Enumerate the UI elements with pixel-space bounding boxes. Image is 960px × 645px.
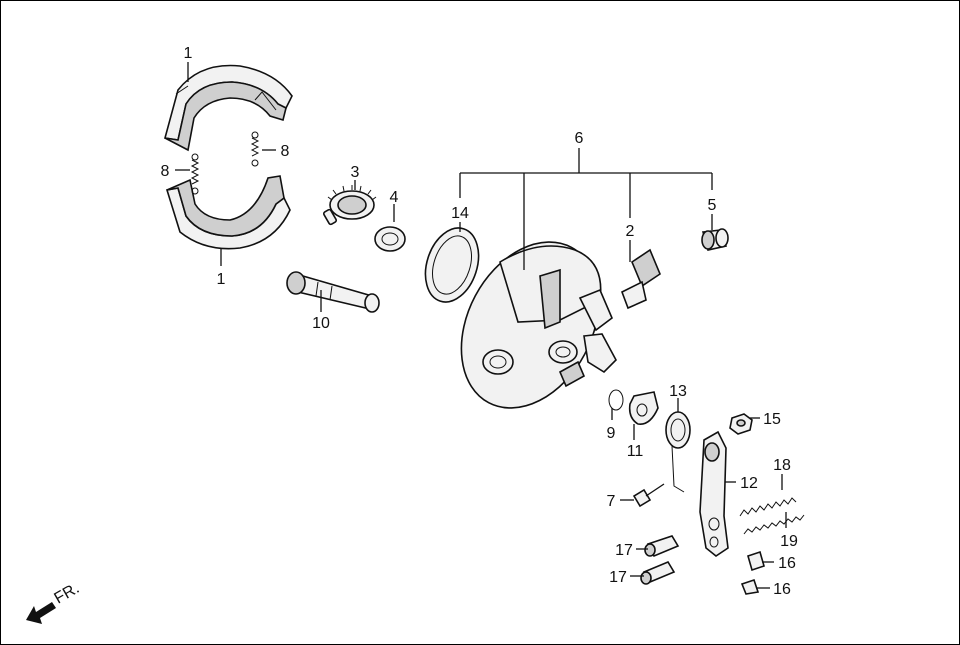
callout-15: 15 [763, 411, 781, 428]
spring-right [250, 131, 260, 167]
washer [374, 226, 406, 252]
circlip [608, 389, 624, 411]
nut [729, 413, 753, 435]
spring-19 [743, 514, 805, 535]
joint-17-upper [644, 535, 680, 558]
callout-1-upper: 1 [184, 45, 193, 62]
callout-19: 19 [780, 533, 798, 550]
brake-shoe-upper [163, 64, 293, 152]
return-spring [665, 411, 691, 493]
callout-12: 12 [740, 475, 758, 492]
joint-17-lower [640, 560, 676, 585]
nut-16-lower [740, 578, 760, 595]
callouts: 1 1 2 3 4 5 6 7 8 8 9 10 11 12 13 14 15 … [161, 45, 798, 598]
brake-shoe-lower [165, 175, 291, 250]
direction-label: FR. [52, 580, 83, 608]
callout-17-lower: 17 [609, 569, 627, 586]
callout-13: 13 [669, 383, 687, 400]
callout-8-left: 8 [161, 163, 170, 180]
callout-9: 9 [607, 425, 616, 442]
callout-2: 2 [626, 223, 635, 240]
callout-3: 3 [351, 164, 360, 181]
wear-indicator [628, 391, 659, 425]
speedometer-pinion [620, 248, 661, 310]
callout-7: 7 [607, 493, 616, 510]
callout-6: 6 [575, 130, 584, 147]
bushing [701, 228, 729, 251]
leader-lines [175, 62, 787, 589]
spring-18 [739, 497, 797, 517]
nut-16-upper [747, 550, 765, 572]
callout-18: 18 [773, 457, 791, 474]
callout-11: 11 [627, 443, 644, 460]
brake-arm [699, 430, 729, 557]
callout-14: 14 [451, 205, 469, 222]
callout-16-upper: 16 [778, 555, 796, 572]
callout-5: 5 [708, 197, 717, 214]
callout-10: 10 [312, 315, 330, 332]
callout-17-upper: 17 [615, 542, 633, 559]
callout-16-lower: 16 [773, 581, 791, 598]
callout-8-right: 8 [281, 143, 290, 160]
front-direction-arrow-icon: FR. [26, 580, 82, 624]
callout-1-lower: 1 [217, 271, 226, 288]
oil-seal [424, 227, 480, 303]
brake-cam-shaft [286, 271, 380, 313]
bolt [632, 483, 665, 508]
callout-4: 4 [390, 189, 399, 206]
speedometer-gear [322, 185, 377, 226]
brake-panel [460, 241, 617, 409]
spring-left [190, 153, 200, 195]
